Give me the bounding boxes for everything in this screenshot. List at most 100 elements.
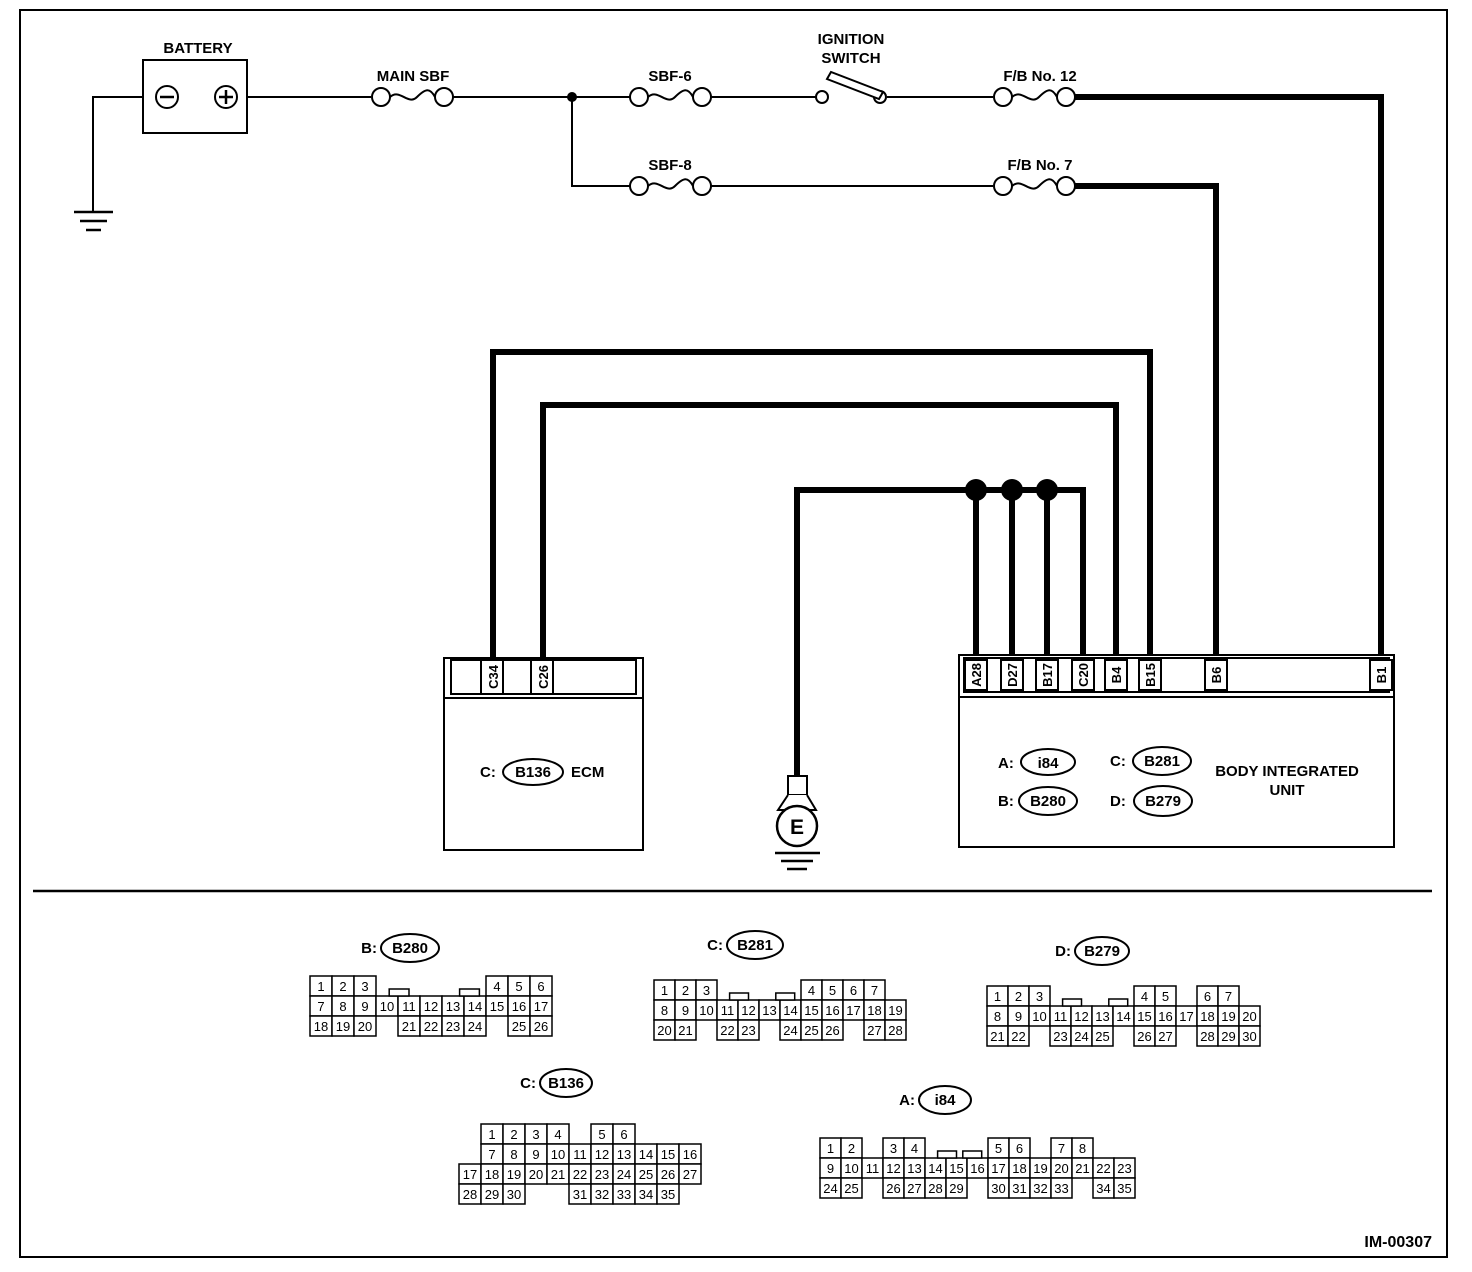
connector-pin: 17 [846, 1003, 860, 1018]
connector-pin: 8 [661, 1003, 668, 1018]
connector-pin: 17 [1179, 1009, 1193, 1024]
connector-pin: 12 [1074, 1009, 1088, 1024]
connector-pin: 21 [990, 1029, 1004, 1044]
frame-border [19, 9, 1448, 1258]
connector-pin: 25 [804, 1023, 818, 1038]
connector-pin: 8 [510, 1147, 517, 1162]
connector-pin: 24 [823, 1181, 837, 1196]
connector-pin: 33 [1054, 1181, 1068, 1196]
connector-pin: 20 [1054, 1161, 1068, 1176]
connector-pin: 26 [661, 1167, 675, 1182]
connector-pin: 16 [825, 1003, 839, 1018]
connector-pin: 14 [1116, 1009, 1130, 1024]
connector-pin: 3 [703, 983, 710, 998]
main-sbf-fuse: MAIN SBF [371, 68, 454, 107]
connector-pin: 28 [888, 1023, 902, 1038]
connector-pin: 9 [361, 999, 368, 1014]
ignition-switch-label-line1: IGNITION [818, 31, 885, 48]
connector-pin: 22 [1011, 1029, 1025, 1044]
biu-connector-d: B279 [1145, 793, 1181, 810]
connector-pin: 27 [683, 1167, 697, 1182]
connector-pin: 6 [1204, 989, 1211, 1004]
connector-pin: 23 [1053, 1029, 1067, 1044]
connector-pin: 23 [595, 1167, 609, 1182]
figure-id: IM-00307 [1364, 1234, 1432, 1251]
connector-pin: 9 [1015, 1009, 1022, 1024]
sbf8-label: SBF-8 [648, 157, 691, 174]
connector-pin: 2 [682, 983, 689, 998]
connector-pin: 1 [317, 979, 324, 994]
connector-pin: 2 [339, 979, 346, 994]
connector-pin: 30 [1242, 1029, 1256, 1044]
biu-terminal-b4: B4 [1109, 666, 1124, 683]
connector-pin: 15 [490, 999, 504, 1014]
connector-pin: 16 [512, 999, 526, 1014]
connector-pin: 1 [488, 1127, 495, 1142]
fb7-fuse: F/B No. 7 [993, 157, 1076, 196]
connector-pin: 12 [741, 1003, 755, 1018]
connector-pin: 28 [928, 1181, 942, 1196]
connector-pin: 25 [1095, 1029, 1109, 1044]
connector-pin: 20 [529, 1167, 543, 1182]
connector-pin: 23 [446, 1019, 460, 1034]
connector-pin: 4 [1141, 989, 1148, 1004]
connector-pin: 26 [1137, 1029, 1151, 1044]
connector-pin: 12 [595, 1147, 609, 1162]
battery: BATTERY [142, 40, 248, 134]
connector-pin: 29 [949, 1181, 963, 1196]
connector-pin: 21 [551, 1167, 565, 1182]
connector-pin: 10 [1032, 1009, 1046, 1024]
biu-prefix-a: A: [998, 755, 1014, 772]
ecm-terminal-c26: C26 [536, 665, 551, 689]
connector-pin: 13 [446, 999, 460, 1014]
connector-pin: 5 [515, 979, 522, 994]
connector-pin: 17 [463, 1167, 477, 1182]
connector-pin: 13 [907, 1161, 921, 1176]
connector-pin: 17 [991, 1161, 1005, 1176]
biu-connector-c: B281 [1144, 753, 1180, 770]
connector-pin: 17 [534, 999, 548, 1014]
connector-pin: 14 [783, 1003, 797, 1018]
connector-pin: 2 [1015, 989, 1022, 1004]
ecm-connector-prefix: C: [480, 764, 496, 781]
connector-pin: 13 [617, 1147, 631, 1162]
chassis-ground-icon [74, 96, 143, 232]
connector-pin: 10 [699, 1003, 713, 1018]
ecm-label: ECM [571, 764, 604, 781]
connector-pin: 25 [844, 1181, 858, 1196]
connector-pin: 31 [573, 1187, 587, 1202]
main-sbf-label: MAIN SBF [377, 68, 450, 85]
connector-pin: 11 [866, 1161, 880, 1176]
connector-pin: 15 [804, 1003, 818, 1018]
connector-pin: 10 [380, 999, 394, 1014]
connector-pin: 35 [661, 1187, 675, 1202]
connector-pin: 6 [850, 983, 857, 998]
connector-pin: 18 [1200, 1009, 1214, 1024]
connector-pin: 21 [1075, 1161, 1089, 1176]
connector-pin: 7 [871, 983, 878, 998]
connector-pin: 35 [1117, 1181, 1131, 1196]
connector-view-prefix: C: [707, 937, 723, 954]
connector-pin: 28 [1200, 1029, 1214, 1044]
connector-pin: 29 [485, 1187, 499, 1202]
connector-view-prefix: B: [361, 940, 377, 957]
fb12-label: F/B No. 12 [1003, 68, 1076, 85]
splice-point [567, 92, 577, 102]
connector-pin: 33 [617, 1187, 631, 1202]
connector-pin: 1 [827, 1141, 834, 1156]
connector-pin: 4 [911, 1141, 918, 1156]
connector-pin: 25 [639, 1167, 653, 1182]
connector-pin: 1 [994, 989, 1001, 1004]
connector-pin: 7 [1225, 989, 1232, 1004]
connector-pin: 2 [510, 1127, 517, 1142]
connector-pin: 19 [507, 1167, 521, 1182]
biu-terminal-b15: B15 [1143, 663, 1158, 687]
connector-pin: 19 [1221, 1009, 1235, 1024]
connector-pin: 3 [890, 1141, 897, 1156]
connector-pin: 29 [1221, 1029, 1235, 1044]
